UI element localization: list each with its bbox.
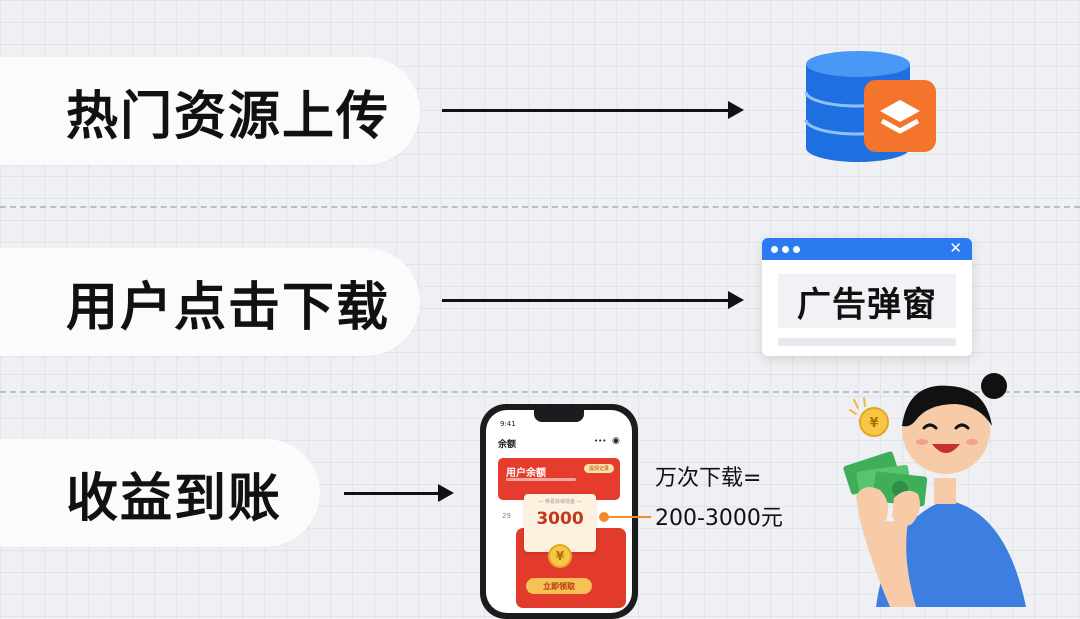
- small-value: 29: [502, 512, 511, 520]
- ad-popup-window: ✕ 广告弹窗: [762, 238, 972, 356]
- withdraw-record-button[interactable]: 提现记录: [583, 464, 614, 473]
- voucher-amount: 3000: [536, 509, 584, 529]
- money-icon: [843, 451, 928, 507]
- browser-window-icon: ✕: [762, 238, 972, 260]
- row-income: 收益到账: [0, 439, 320, 547]
- row-upload-label: 热门资源上传: [66, 86, 391, 147]
- close-icon: ✕: [949, 239, 962, 257]
- svg-text:¥: ¥: [869, 416, 878, 431]
- row-click: 用户点击下载: [0, 248, 420, 356]
- voucher-title: — 恭喜获得现金 —: [538, 499, 582, 505]
- layers-icon: [864, 80, 936, 152]
- coin-icon: ¥: [849, 397, 889, 437]
- cash-voucher: — 恭喜获得现金 — 3000: [524, 494, 596, 552]
- database-icon: [804, 50, 936, 165]
- phone-screen: 9:41 余额 ••• ◉ 用户余额 提现记录 29 — 恭喜获得现金 — 30…: [486, 410, 632, 613]
- divider-2: [0, 391, 1080, 393]
- status-time: 9:41: [500, 420, 516, 428]
- row-upload: 热门资源上传: [0, 57, 420, 165]
- menu-icon[interactable]: •••: [594, 437, 607, 445]
- coin-icon: ¥: [548, 544, 572, 568]
- arrow-click: [442, 291, 744, 309]
- ad-popup-text: 广告弹窗: [778, 274, 956, 328]
- callout-line: [603, 516, 651, 518]
- earnings-line-2: 200-3000元: [655, 506, 783, 531]
- row-click-label: 用户点击下载: [66, 277, 391, 338]
- arrow-upload: [442, 101, 744, 119]
- claim-button[interactable]: 立即领取: [526, 578, 592, 594]
- earnings-line-1: 万次下载=: [655, 466, 762, 491]
- divider-1: [0, 206, 1080, 208]
- arrow-income: [344, 484, 454, 502]
- balance-card-title: 用户余额: [506, 468, 546, 479]
- ad-popup-placeholder-line: [778, 338, 956, 346]
- page-title: 余额: [498, 440, 517, 450]
- target-icon[interactable]: ◉: [612, 436, 620, 446]
- row-income-label: 收益到账: [66, 468, 283, 529]
- happy-person-illustration: ¥: [836, 370, 1046, 607]
- balance-card: 用户余额 提现记录: [498, 458, 620, 500]
- phone-mockup: 9:41 余额 ••• ◉ 用户余额 提现记录 29 — 恭喜获得现金 — 30…: [480, 404, 638, 619]
